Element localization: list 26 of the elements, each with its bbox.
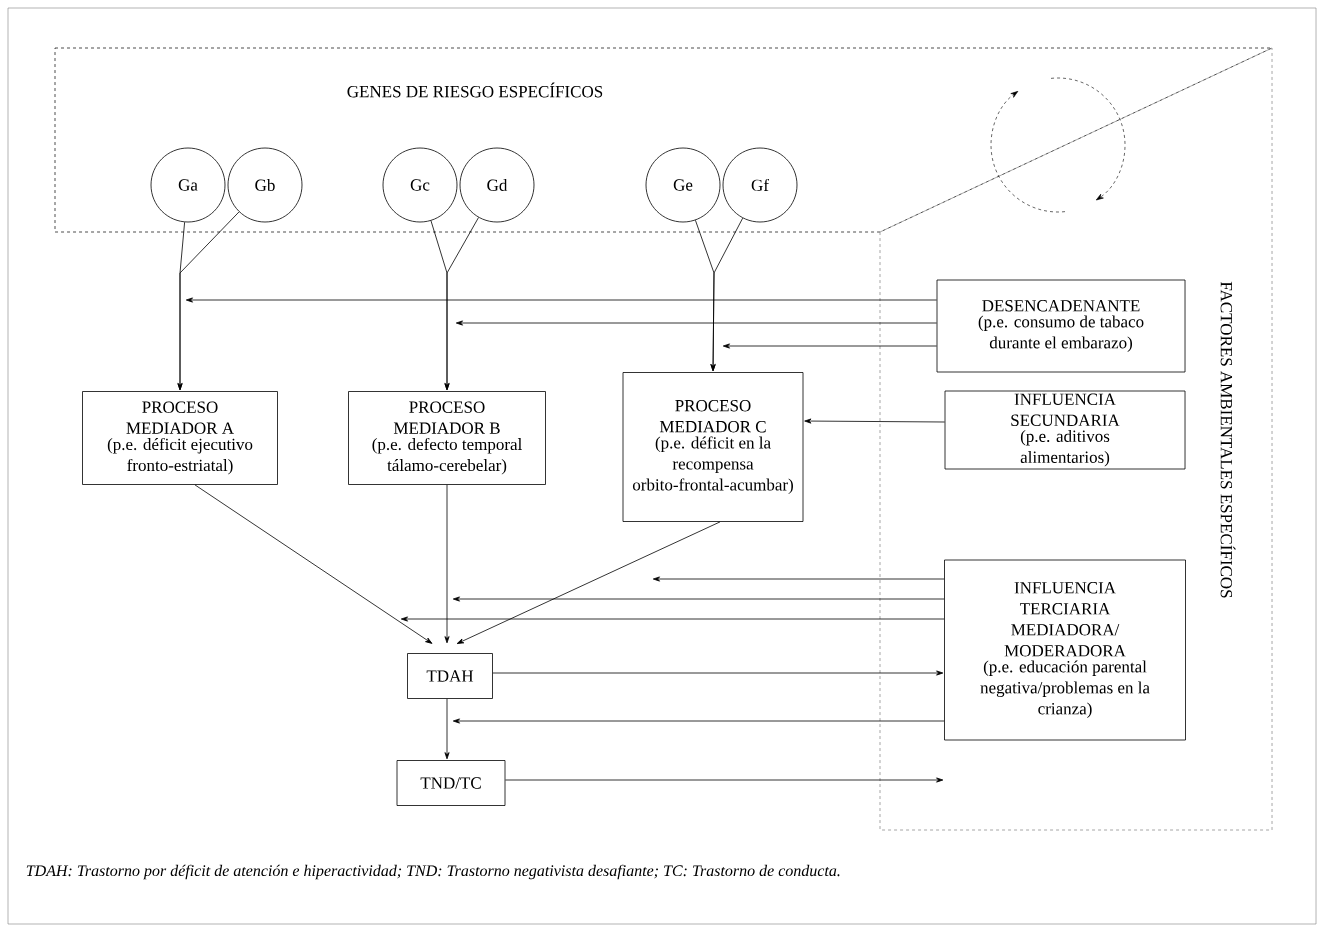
arrow: [455, 320, 937, 326]
process-box: PROCESO MEDIADOR C (p.e. déficit en la recompensa orbito-frontal-acumbar): [622, 372, 804, 522]
arrow: [456, 521, 721, 644]
process-box: DESENCADENANTE (p.e. consumo de tabaco durante el embarazo): [936, 279, 1186, 373]
arrow: [804, 418, 945, 424]
arrow: [444, 698, 450, 760]
process-box: TDAH: [407, 653, 493, 699]
process-box: PROCESO MEDIADOR A (p.e. déficit ejecutivo fronto-estriatal): [82, 391, 278, 485]
arrow: [652, 576, 945, 582]
caption: TDAH: Trastorno por déficit de atención e hiperactividad; TND: Trastorno negativista desafiante; TC: Trastorno de conducta.: [26, 864, 840, 880]
arrow: [722, 343, 937, 349]
process-box: TND/TC: [396, 760, 506, 806]
arrow: [400, 616, 945, 622]
arrow: [492, 670, 944, 676]
arrow: [194, 484, 433, 644]
process-box: INFLUENCIA TERCIARIA MEDIADORA/MODERADORA (p.e. educación parental negativa/problemas en la crianza): [944, 559, 1186, 741]
process-box: PROCESO MEDIADOR B (p.e. defecto temporal tálamo-cerebelar): [348, 391, 546, 485]
arrow: [177, 211, 240, 391]
arrow: [444, 217, 479, 391]
process-box: INFLUENCIA SECUNDARIA (p.e. aditivos alimentarios): [944, 390, 1186, 470]
arrow: [452, 596, 945, 602]
arrow: [710, 217, 744, 372]
arrow: [452, 718, 945, 724]
arrow: [185, 297, 937, 303]
arrow: [444, 484, 450, 644]
arrow: [505, 777, 944, 783]
